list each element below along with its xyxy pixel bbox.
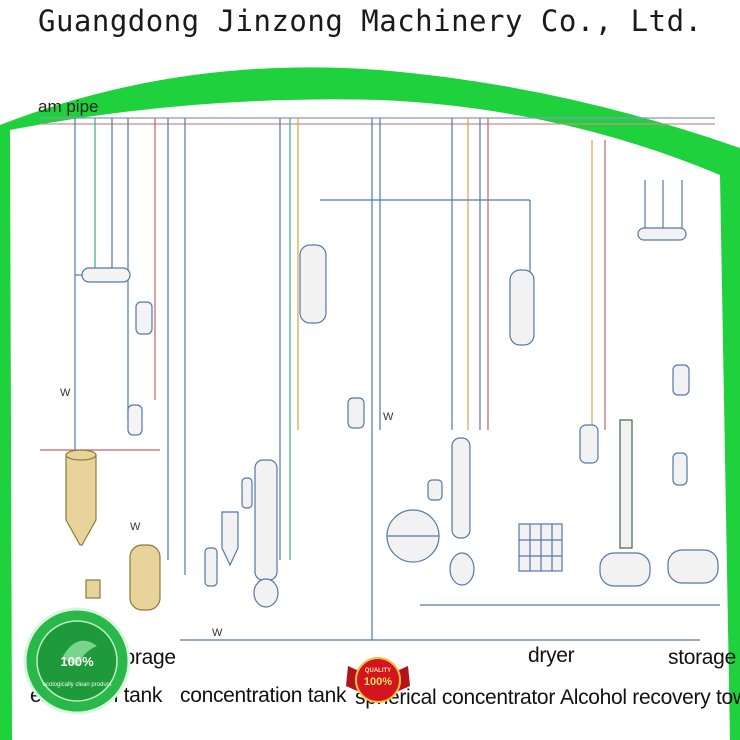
- label-dryer: dryer: [528, 644, 575, 667]
- separator-left: [127, 301, 153, 436]
- middle-vessels: [299, 244, 535, 429]
- w-mark: W: [130, 521, 141, 533]
- label-storage-right: storage: [668, 646, 736, 669]
- quality-seal-percent: 100%: [364, 676, 392, 688]
- label-storage-left: torage: [118, 646, 176, 669]
- extraction-tank-vessel: [65, 449, 101, 599]
- quality-seal-top: QUALITY: [365, 668, 391, 674]
- alcohol-recovery-tower: [579, 227, 719, 587]
- w-mark: W: [212, 627, 223, 639]
- pipe-label-fragment: am pipe: [38, 97, 99, 116]
- eco-seal-badge: 100% ecologically clean product: [23, 607, 131, 715]
- condenser-left: [75, 267, 131, 283]
- page-header: Guangdong Jinzong Machinery Co., Ltd.: [0, 0, 740, 50]
- spherical-concentrator-vessel: [386, 437, 475, 586]
- quality-seal-badge: QUALITY 100%: [346, 657, 410, 703]
- concentration-tank-vessels: [204, 459, 279, 608]
- w-mark: W: [383, 411, 394, 423]
- dryer-vessel: [518, 523, 563, 572]
- eco-seal-ring-text: ecologically clean product: [43, 682, 112, 688]
- label-alcohol-recovery: Alcohol recovery towe: [560, 686, 740, 709]
- label-spherical-concentrator: spherical concentrator: [355, 686, 556, 709]
- company-name: Guangdong Jinzong Machinery Co., Ltd.: [38, 4, 703, 38]
- storage-tank-left: [129, 544, 161, 611]
- eco-seal-percent: 100%: [60, 654, 94, 669]
- vertical-pipes: [74, 118, 683, 640]
- w-mark: W: [60, 387, 71, 399]
- label-concentration-tank: concentration tank: [180, 684, 347, 707]
